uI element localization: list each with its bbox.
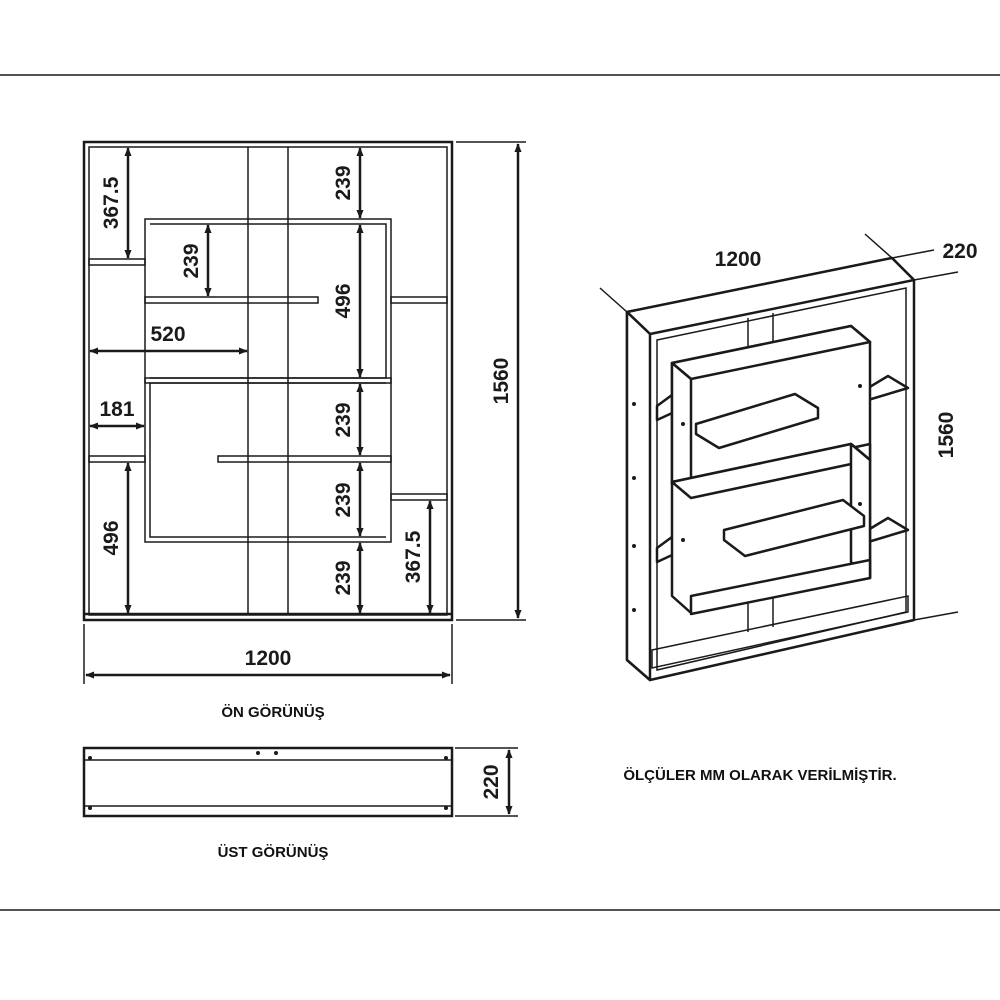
dim-center-tall: 496 xyxy=(332,283,355,318)
iso-pin xyxy=(632,544,636,548)
iso-lower-inner-shelf xyxy=(722,498,866,558)
top-view-pin xyxy=(256,751,260,755)
iso-pin xyxy=(632,476,636,480)
iso-left-side xyxy=(625,310,652,682)
front-view: 367.5 239 239 496 520 181 239 239 496 36… xyxy=(82,140,526,721)
right-lower-side-shelf xyxy=(390,493,448,501)
top-view-pin xyxy=(444,806,448,810)
iso-dim-depth: 220 xyxy=(942,240,977,263)
iso-dim-height: 1560 xyxy=(935,412,958,459)
dim-upper-box: 239 xyxy=(180,243,203,278)
top-view-label: ÜST GÖRÜNÜŞ xyxy=(218,844,329,861)
front-outer-frame xyxy=(82,140,454,622)
iso-width-leader-right xyxy=(864,233,893,259)
iso-pin xyxy=(858,384,862,388)
iso-pin xyxy=(681,538,685,542)
dim-left-reach: 520 xyxy=(150,323,185,346)
iso-height-leader-bottom xyxy=(913,611,959,621)
top-view-outline xyxy=(82,746,454,818)
iso-height-leader-top xyxy=(913,271,959,281)
upper-inner-shelf xyxy=(144,296,319,304)
front-view-label: ÖN GÖRÜNÜŞ xyxy=(221,704,324,721)
iso-upper-inner-shelf xyxy=(694,392,820,450)
dim-bottom-left: 496 xyxy=(100,520,123,555)
isometric-view: 1200 220 1560 xyxy=(599,233,978,682)
top-view-pin xyxy=(274,751,278,755)
iso-depth-leader xyxy=(891,249,935,259)
dim-mid-right: 239 xyxy=(332,402,355,437)
iso-dim-width: 1200 xyxy=(715,248,762,271)
top-view-pin xyxy=(444,756,448,760)
dim-top-depth: 220 xyxy=(480,764,503,799)
top-view: 220 ÜST GÖRÜNÜŞ xyxy=(82,746,518,861)
iso-lower-box-bottom xyxy=(689,558,872,616)
iso-pin xyxy=(632,608,636,612)
left-lower-side-shelf xyxy=(88,455,146,463)
top-view-pin xyxy=(88,806,92,810)
dim-bottom-right: 367.5 xyxy=(402,530,425,583)
left-upper-side-shelf xyxy=(88,258,146,266)
front-inner-frame xyxy=(88,146,448,616)
right-upper-side-shelf xyxy=(390,296,448,304)
dim-top-right: 239 xyxy=(332,165,355,200)
iso-pin xyxy=(858,502,862,506)
iso-bottom-rail xyxy=(651,595,909,669)
dim-bottom-center: 239 xyxy=(332,560,355,595)
iso-pin xyxy=(681,422,685,426)
lower-box-inner xyxy=(149,382,386,538)
top-view-pin xyxy=(88,756,92,760)
units-note: ÖLÇÜLER MM OLARAK VERİLMİŞTİR. xyxy=(623,767,896,784)
iso-pin xyxy=(632,402,636,406)
dim-total-width: 1200 xyxy=(245,647,292,670)
lower-inner-shelf xyxy=(217,455,392,463)
dim-top-left: 367.5 xyxy=(100,176,123,229)
dim-total-height: 1560 xyxy=(490,358,513,405)
dim-left-small: 181 xyxy=(99,398,134,421)
iso-width-leader-left xyxy=(599,287,628,313)
dim-lower-box: 239 xyxy=(332,482,355,517)
